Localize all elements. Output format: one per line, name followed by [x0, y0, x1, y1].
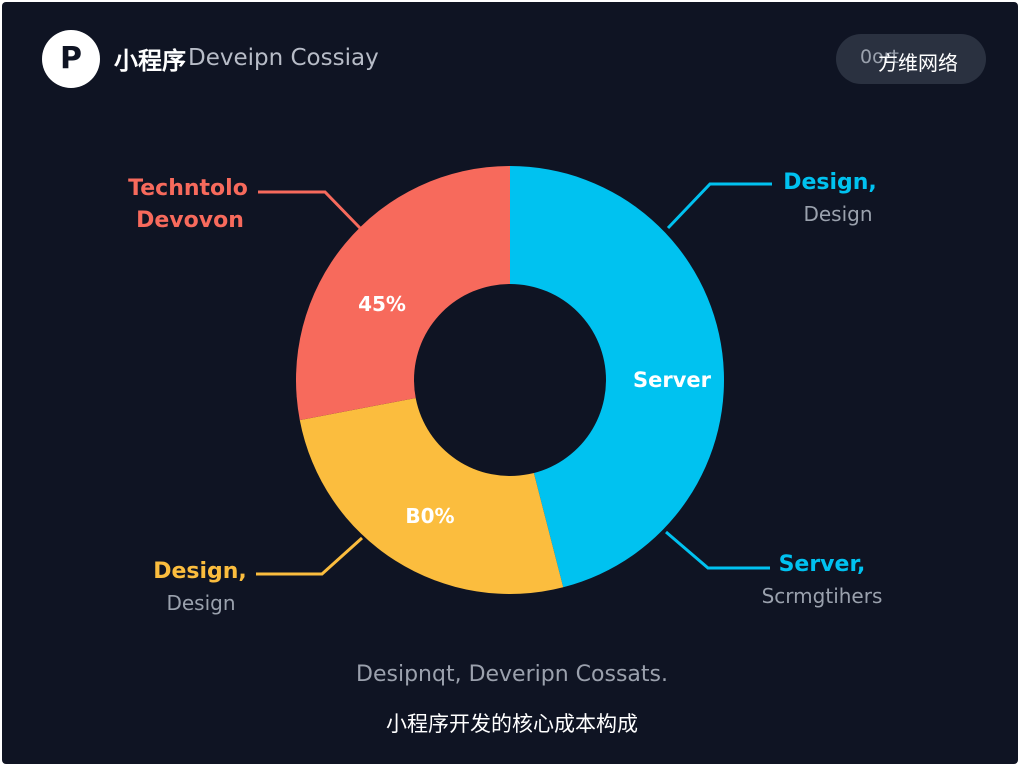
donut-hole [414, 284, 606, 476]
header-title: 小程序 Deveipn Cossiay [114, 40, 379, 76]
header-title-en: Deveipn Cossiay [188, 45, 379, 71]
donut-slices [295, 166, 724, 594]
footer-subtitle: Desipnqt, Deveripn Cossats. [356, 662, 668, 687]
footer-caption: 小程序开发的核心成本构成 [386, 712, 638, 736]
logo-badge: P [42, 30, 100, 88]
slice-label-server: Server [633, 368, 712, 392]
callout-line-technology [258, 190, 362, 230]
callout-lines [256, 182, 772, 576]
callout-server-bottom: Design [803, 202, 872, 226]
donut-slice-server [510, 166, 724, 588]
header-pill-text: 0ort... [860, 46, 918, 68]
logo-letter: P [60, 41, 82, 76]
callout-technology-bottom: Devovon [136, 208, 244, 233]
callout-design-top: Design, [153, 559, 247, 584]
callout-server2-top: Server, [779, 552, 866, 577]
callout-line-design [256, 536, 364, 576]
callout-technology-top: Techntolo [128, 176, 248, 201]
slice-label-technology: 45% [358, 292, 406, 316]
callout-server-top: Design, [783, 170, 877, 195]
watermark-text: 方维网络 [878, 51, 958, 75]
callout-line-server2 [665, 530, 770, 570]
header-title-cn: 小程序 [114, 46, 186, 75]
chart-labels: 45% Server B0% Techntolo Devovon Design,… [128, 170, 882, 615]
callout-line-server [666, 182, 772, 230]
slice-label-design: B0% [405, 504, 454, 528]
callout-server2-bottom: Scrmgtihers [762, 584, 883, 608]
callout-design-bottom: Design [166, 591, 235, 615]
header-pill[interactable] [836, 34, 986, 84]
